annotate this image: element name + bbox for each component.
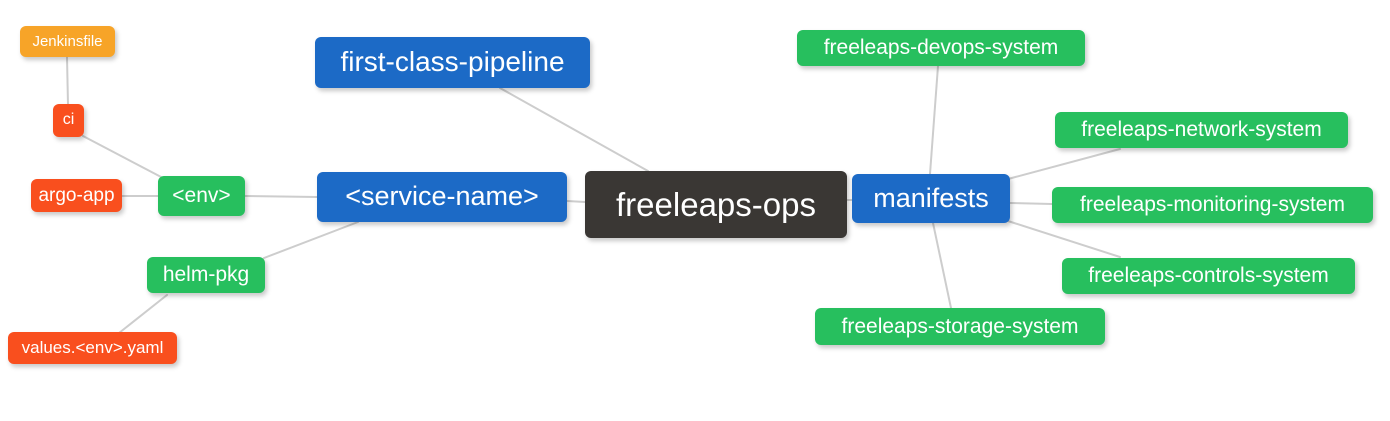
edge-jenkinsfile-to-ci: [66, 56, 69, 106]
node-label: freeleaps-monitoring-system: [1080, 193, 1345, 216]
node-label: <service-name>: [345, 181, 539, 211]
edge-manifests-to-freeleaps-network-system: [1007, 148, 1121, 180]
node-argo-app[interactable]: argo-app: [31, 179, 122, 212]
node-label: freeleaps-network-system: [1081, 118, 1322, 141]
node-env[interactable]: <env>: [158, 176, 245, 216]
node-label: freeleaps-controls-system: [1088, 264, 1329, 287]
edge-values-env-yaml-to-helm-pkg: [118, 294, 168, 334]
node-label: freeleaps-storage-system: [841, 314, 1079, 338]
edge-manifests-to-freeleaps-devops-system: [929, 65, 939, 175]
node-freeleaps-ops[interactable]: freeleaps-ops: [585, 171, 847, 238]
node-freeleaps-controls-system[interactable]: freeleaps-controls-system: [1062, 258, 1355, 294]
node-label: helm-pkg: [162, 263, 250, 286]
node-label: freeleaps-devops-system: [823, 36, 1059, 59]
edge-manifests-to-freeleaps-controls-system: [1007, 220, 1121, 258]
node-label: ci: [62, 111, 75, 128]
edge-first-class-pipeline-to-freeleaps-ops: [499, 87, 649, 172]
node-freeleaps-monitoring-system[interactable]: freeleaps-monitoring-system: [1052, 187, 1373, 223]
edge-env-to-service-name: [244, 195, 318, 198]
node-label: first-class-pipeline: [340, 46, 565, 77]
edge-ci-to-env: [82, 135, 164, 179]
node-manifests[interactable]: manifests: [852, 174, 1010, 223]
node-first-class-pipeline[interactable]: first-class-pipeline: [315, 37, 590, 88]
node-ci[interactable]: ci: [53, 104, 84, 137]
node-freeleaps-storage-system[interactable]: freeleaps-storage-system: [815, 308, 1105, 345]
edge-manifests-to-freeleaps-monitoring-system: [1009, 202, 1053, 205]
node-label: values.<env>.yaml: [21, 338, 164, 357]
node-values-env-yaml[interactable]: values.<env>.yaml: [8, 332, 177, 364]
node-helm-pkg[interactable]: helm-pkg: [147, 257, 265, 293]
node-service-name[interactable]: <service-name>: [317, 172, 567, 222]
node-freeleaps-network-system[interactable]: freeleaps-network-system: [1055, 112, 1348, 148]
node-label: manifests: [873, 182, 989, 213]
edge-service-name-to-freeleaps-ops: [566, 200, 586, 203]
edge-helm-pkg-to-service-name: [263, 221, 359, 259]
node-label: argo-app: [38, 184, 115, 206]
node-freeleaps-devops-system[interactable]: freeleaps-devops-system: [797, 30, 1085, 66]
node-jenkinsfile[interactable]: Jenkinsfile: [20, 26, 115, 57]
node-label: <env>: [172, 184, 231, 207]
node-label: freeleaps-ops: [616, 185, 816, 223]
edge-manifests-to-freeleaps-storage-system: [932, 222, 952, 309]
node-label: Jenkinsfile: [32, 32, 103, 50]
